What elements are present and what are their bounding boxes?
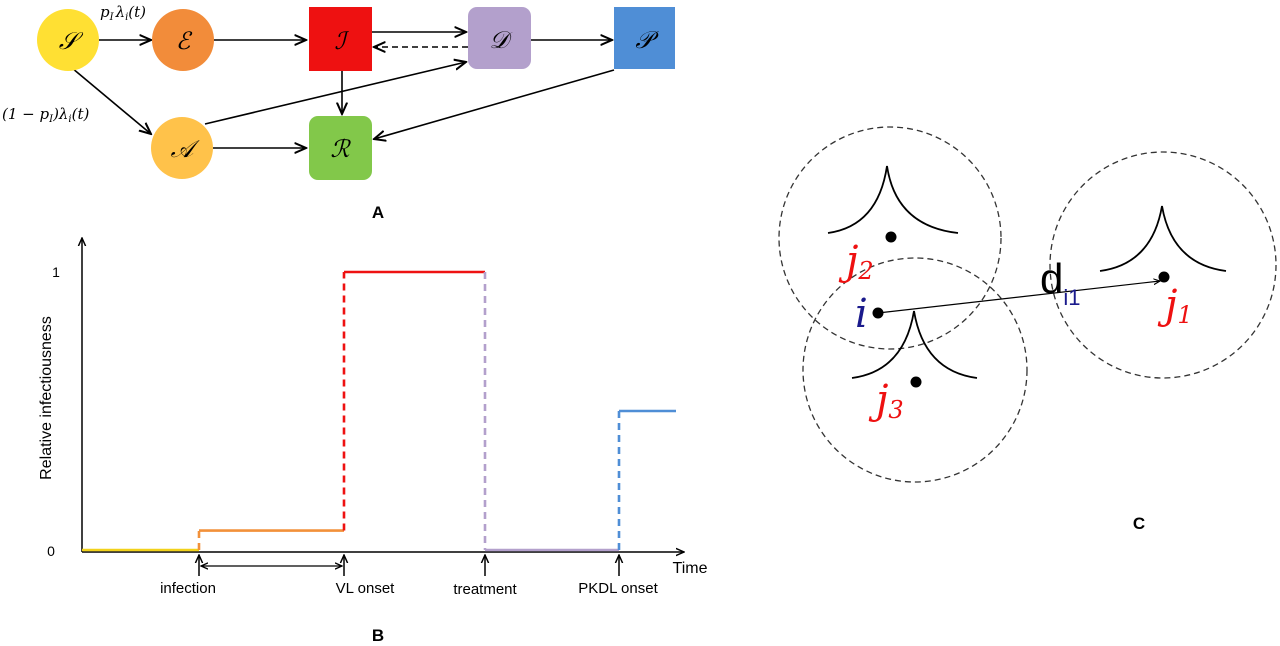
panel-b-infectiousness-chart: Relative infectiousness 1 0 Time infecti… [38, 238, 708, 645]
point-i [872, 307, 884, 319]
series-layer [82, 270, 676, 552]
y-axis-label: Relative infectiousness [38, 316, 55, 480]
node-e-exposed [152, 9, 214, 71]
point-j2 [885, 231, 897, 243]
rate-infection-asymptomatic: (1 − pI)λi(t) [2, 105, 90, 125]
node-s-susceptible [37, 9, 99, 71]
node-p-pkdl [614, 7, 675, 69]
kernel-radius-j1 [1049, 151, 1277, 379]
event-label-vl-onset: VL onset [336, 580, 395, 597]
node-e-label: ℰ [176, 27, 193, 55]
kernel-peak-j3 [851, 310, 978, 379]
event-label-pkdl-onset: PKDL onset [578, 580, 658, 597]
node-r-label: ℛ [330, 135, 351, 163]
node-i-label: ℐ [334, 27, 349, 55]
kernel-peak-j2 [827, 165, 959, 234]
arrow-p-to-r [374, 69, 615, 139]
kernel-peak-j1 [1099, 205, 1227, 272]
point-j3 [910, 376, 922, 388]
label-i: i [855, 291, 868, 337]
x-axis-label: Time [673, 560, 708, 577]
label-j2: j2 [838, 238, 874, 285]
event-label-infection: infection [160, 580, 216, 597]
distance-arrow-i-to-j1 [877, 281, 1160, 314]
point-j1 [1158, 271, 1170, 283]
node-i-infected [309, 7, 372, 71]
arrow-s-to-a [71, 67, 151, 134]
kernel-radius-j3 [802, 257, 1028, 483]
node-d-dormant [468, 7, 531, 69]
label-j3: j3 [868, 377, 904, 424]
arrow-a-to-d [204, 62, 466, 125]
panel-a-letter: A [372, 203, 384, 222]
label-j1: j1 [1157, 282, 1193, 329]
y-tick-1: 1 [52, 264, 60, 280]
node-r-recovered [309, 116, 372, 180]
event-label-treatment: treatment [453, 581, 517, 598]
y-tick-0: 0 [47, 543, 55, 559]
panel-c-spatial-kernel: j2 i j3 j1 di1 C [778, 126, 1277, 533]
label-distance-d: di1 [1040, 255, 1080, 310]
kernel-radius-j2 [778, 126, 1002, 350]
panel-b-letter: B [372, 626, 384, 645]
node-a-asymptomatic [151, 117, 213, 179]
panel-c-letter: C [1133, 514, 1145, 533]
